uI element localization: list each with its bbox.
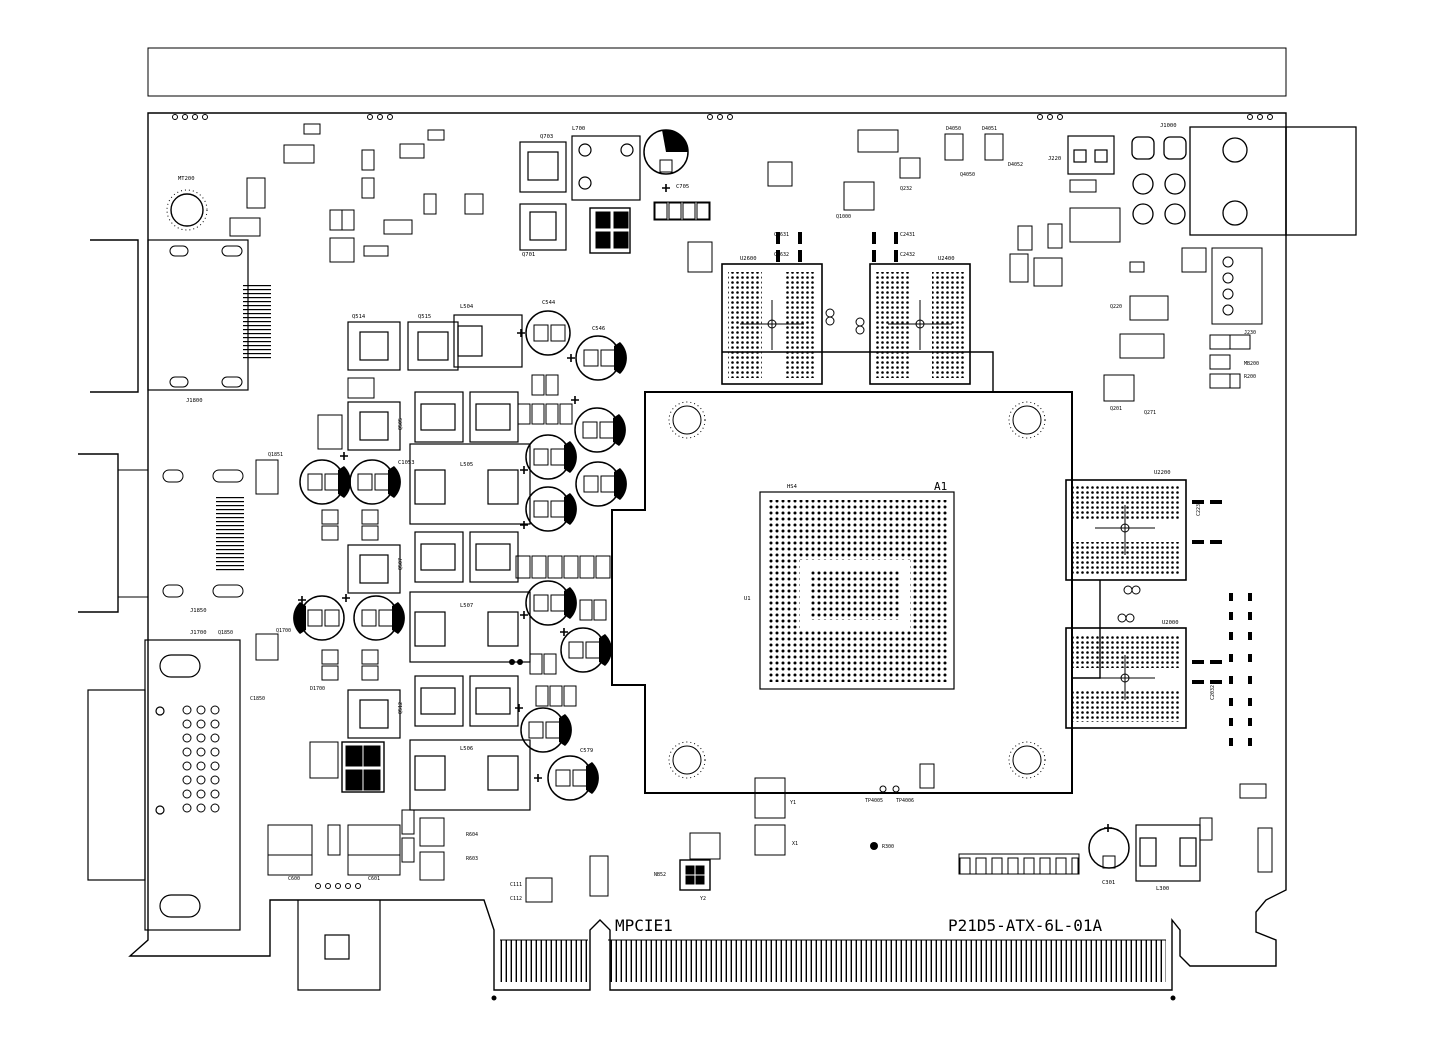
svg-text:R604: R604: [466, 832, 478, 838]
gpu-bga: HS4 A1 U1: [744, 480, 955, 690]
svg-text:C2032: C2032: [1210, 685, 1216, 700]
svg-text:Q271: Q271: [1144, 410, 1156, 416]
svg-text:Q515: Q515: [418, 314, 431, 320]
svg-text:J1700: J1700: [190, 630, 207, 636]
svg-text:HS4: HS4: [787, 484, 798, 490]
pcie-fingers-left: [500, 940, 588, 982]
svg-text:U2000: U2000: [1162, 620, 1179, 626]
memory-decaps: [509, 232, 1252, 850]
svg-text:C579: C579: [580, 748, 593, 754]
power-connector-j1000: J1000: [1131, 123, 1357, 236]
svg-text:U2600: U2600: [740, 256, 757, 262]
svg-text:Q701: Q701: [522, 252, 535, 258]
dvi-connector-2: J1700: [87, 630, 241, 931]
svg-text:Q507: Q507: [398, 558, 404, 570]
svg-text:NB52: NB52: [654, 872, 666, 878]
svg-text:U1: U1: [744, 596, 751, 602]
svg-text:J220: J220: [1048, 156, 1061, 162]
svg-text:C601: C601: [368, 876, 380, 882]
svg-text:Q1700: Q1700: [276, 628, 291, 634]
bracket-tab: [297, 900, 381, 991]
title-frame: [147, 47, 1287, 97]
svg-text:J230: J230: [1244, 330, 1256, 336]
svg-text:L505: L505: [460, 462, 473, 468]
svg-text:C1850: C1850: [250, 696, 265, 702]
svg-text:C2432: C2432: [900, 252, 915, 258]
svg-text:Q1000: Q1000: [836, 214, 851, 220]
svg-text:C2631: C2631: [774, 232, 789, 238]
svg-text:MT200: MT200: [178, 176, 195, 182]
refdes-labels: C2631 C2632 C2431 C2432 C2231 C2032 TP40…: [218, 126, 1259, 902]
svg-text:C600: C600: [288, 876, 300, 882]
svg-text:Q703: Q703: [540, 134, 553, 140]
svg-text:C544: C544: [542, 300, 556, 306]
mosfets: Q514 Q515 Q703 Q701: [347, 134, 567, 739]
vrm-inductors: L504 L505 L507 L506 L700 L300: [409, 126, 1201, 892]
svg-text:TP4006: TP4006: [896, 798, 914, 804]
svg-text:L506: L506: [460, 746, 473, 752]
svg-text:TP4005: TP4005: [865, 798, 883, 804]
svg-text:MB200: MB200: [1244, 361, 1259, 367]
svg-text:J1000: J1000: [1160, 123, 1177, 129]
svg-text:Q220: Q220: [1110, 304, 1122, 310]
svg-text:Q201: Q201: [1110, 406, 1122, 412]
dvi-connector-1: J1850: [78, 453, 244, 614]
svg-text:C705: C705: [676, 184, 689, 190]
mounting-hole-mt200: MT200: [166, 176, 208, 231]
svg-text:C111: C111: [510, 882, 522, 888]
memory-u2200: U2200: [1065, 470, 1187, 581]
svg-text:D4050: D4050: [946, 126, 961, 132]
svg-text:Q512: Q512: [398, 702, 404, 714]
svg-text:Y2: Y2: [700, 896, 706, 902]
svg-text:L507: L507: [460, 603, 473, 609]
ceramic-cap-rows: [255, 374, 1079, 875]
memory-u2600: U2600: [721, 256, 823, 385]
svg-text:C301: C301: [1102, 880, 1115, 886]
svg-text:Q1851: Q1851: [268, 452, 283, 458]
gpu-outline: [611, 391, 1073, 794]
fan-connector-j220: J220: [1048, 135, 1115, 175]
svg-text:J1850: J1850: [190, 608, 207, 614]
svg-text:C112: C112: [510, 896, 522, 902]
edge-vias: [172, 114, 1273, 889]
svg-text:R300: R300: [882, 844, 894, 850]
svg-text:Q505: Q505: [398, 418, 404, 430]
svg-text:C2431: C2431: [900, 232, 915, 238]
capacitor-shading: [293, 129, 689, 794]
memory-u2000: U2000: [1065, 620, 1187, 729]
polarity-marks: [298, 184, 1112, 832]
svg-text:C1053: C1053: [398, 460, 415, 466]
gpu-mount-holes: [668, 401, 1046, 779]
svg-text:C2231: C2231: [1196, 501, 1202, 516]
svg-text:Q4050: Q4050: [960, 172, 975, 178]
connector-name-label: MPCIE1: [615, 916, 673, 935]
board-outline: [128, 112, 1287, 991]
memory-u2400: U2400: [869, 256, 971, 385]
svg-text:U2200: U2200: [1154, 470, 1171, 476]
svg-text:D4051: D4051: [982, 126, 997, 132]
smd-components: [229, 123, 1273, 903]
svg-text:R200: R200: [1244, 374, 1256, 380]
svg-text:D1700: D1700: [310, 686, 325, 692]
svg-text:Y1: Y1: [790, 800, 796, 806]
gpu-a1-label: A1: [934, 480, 947, 493]
svg-text:D4052: D4052: [1008, 162, 1023, 168]
svg-text:C546: C546: [592, 326, 605, 332]
hdmi-connector: J1800: [90, 239, 271, 404]
svg-text:R603: R603: [466, 856, 478, 862]
svg-text:L504: L504: [460, 304, 474, 310]
svg-text:Q514: Q514: [352, 314, 366, 320]
capacitors-electrolytic: C544 C546 C1053 C579 C705 C301: [299, 129, 1130, 886]
part-number-label: P21D5-ATX-6L-01A: [948, 916, 1102, 935]
svg-text:X1: X1: [792, 841, 798, 847]
svg-text:J1800: J1800: [186, 398, 203, 404]
svg-text:Q1850: Q1850: [218, 630, 233, 636]
svg-text:C2632: C2632: [774, 252, 789, 258]
svg-text:Q232: Q232: [900, 186, 912, 192]
pcie-fingers-right: [608, 940, 1166, 982]
svg-text:U2400: U2400: [938, 256, 955, 262]
svg-text:L300: L300: [1156, 886, 1169, 892]
svg-text:L700: L700: [572, 126, 585, 132]
